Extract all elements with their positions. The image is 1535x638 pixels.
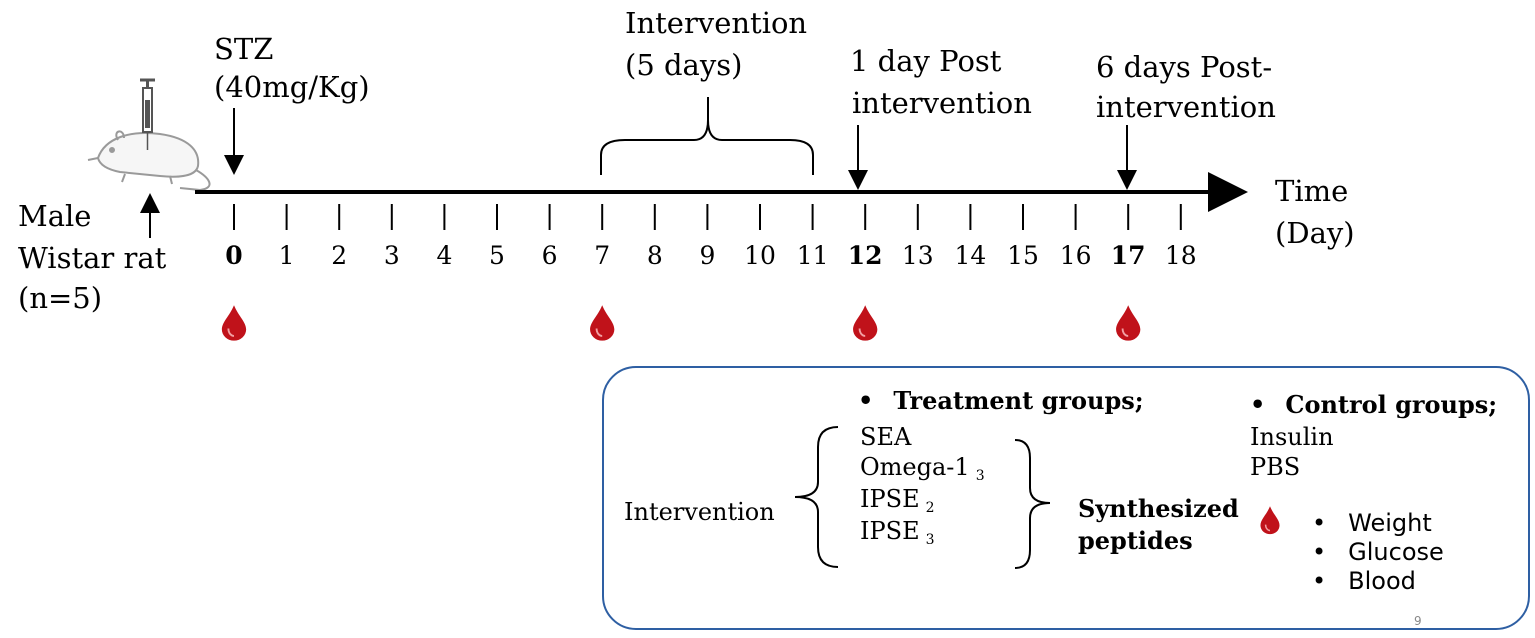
- intervention-title: Intervention: [625, 6, 808, 40]
- post1-label-line2: intervention: [852, 86, 1032, 120]
- axis-day-label: 7: [594, 241, 611, 270]
- axis-day-label: 1: [278, 241, 295, 270]
- intervention-brace: [600, 119, 814, 175]
- axis-day-label: 14: [954, 241, 987, 270]
- treatment-item: SEA: [860, 423, 912, 451]
- treatment-heading: •Treatment groups;: [858, 386, 1144, 415]
- time-axis-unit: (Day): [1275, 216, 1355, 250]
- control-item: Insulin: [1250, 423, 1334, 451]
- legend-intervention-label: Intervention: [624, 498, 775, 526]
- axis-day-label: 12: [847, 241, 883, 270]
- time-axis-label: Time: [1275, 174, 1349, 208]
- axis-day-label: 8: [646, 241, 663, 270]
- stz-label: STZ: [214, 32, 274, 66]
- axis-day-label: 2: [331, 241, 348, 270]
- post1-label: 1 day Post: [850, 44, 1002, 78]
- stz-dose-label: (40mg/Kg): [214, 70, 370, 104]
- post6-label-line2: intervention: [1096, 90, 1276, 124]
- subject-n: (n=5): [18, 281, 103, 315]
- axis-day-label: 11: [796, 241, 829, 270]
- page-number: 9: [1414, 614, 1422, 628]
- axis-day-label: 4: [436, 241, 453, 270]
- axis-day-label: 16: [1059, 241, 1092, 270]
- blood-drop-icon: [220, 304, 248, 342]
- axis-day-label: 18: [1164, 241, 1197, 270]
- synthesized-label: Synthesized: [1078, 494, 1239, 523]
- measurement-item: •Blood: [1312, 567, 1416, 595]
- legend-box: [602, 366, 1530, 630]
- axis-day-label: 13: [901, 241, 934, 270]
- blood-drop-icon: [589, 304, 616, 342]
- axis-day-label: 15: [1007, 241, 1039, 270]
- subject-strain: Wistar rat: [18, 241, 167, 275]
- blood-drop-icon: [1115, 304, 1142, 342]
- rat-icon: [87, 130, 211, 192]
- control-heading: •Control groups;: [1250, 390, 1498, 419]
- control-item: PBS: [1250, 453, 1301, 481]
- axis-day-label: 0: [225, 241, 243, 270]
- axis-day-label: 17: [1110, 241, 1146, 270]
- blood-drop-icon: [852, 304, 879, 342]
- measurement-item: •Glucose: [1312, 538, 1444, 566]
- syringe-icon: [140, 78, 155, 150]
- axis-day-label: 3: [383, 241, 400, 270]
- measurement-item: •Weight: [1312, 509, 1432, 537]
- axis-day-label: 10: [744, 241, 776, 270]
- subject-label: Male: [18, 199, 92, 233]
- legend-left-brace: [794, 426, 839, 568]
- blood-drops: [220, 304, 1142, 342]
- legend-right-brace: [1014, 439, 1051, 569]
- axis-day-label: 6: [541, 241, 558, 270]
- axis-day-label: 9: [699, 241, 716, 270]
- post6-label: 6 days Post-: [1096, 50, 1273, 84]
- intervention-duration: (5 days): [625, 48, 743, 82]
- axis-ticks: [233, 204, 1182, 230]
- synthesized-label-line2: peptides: [1078, 526, 1193, 555]
- axis-day-label: 5: [489, 241, 505, 270]
